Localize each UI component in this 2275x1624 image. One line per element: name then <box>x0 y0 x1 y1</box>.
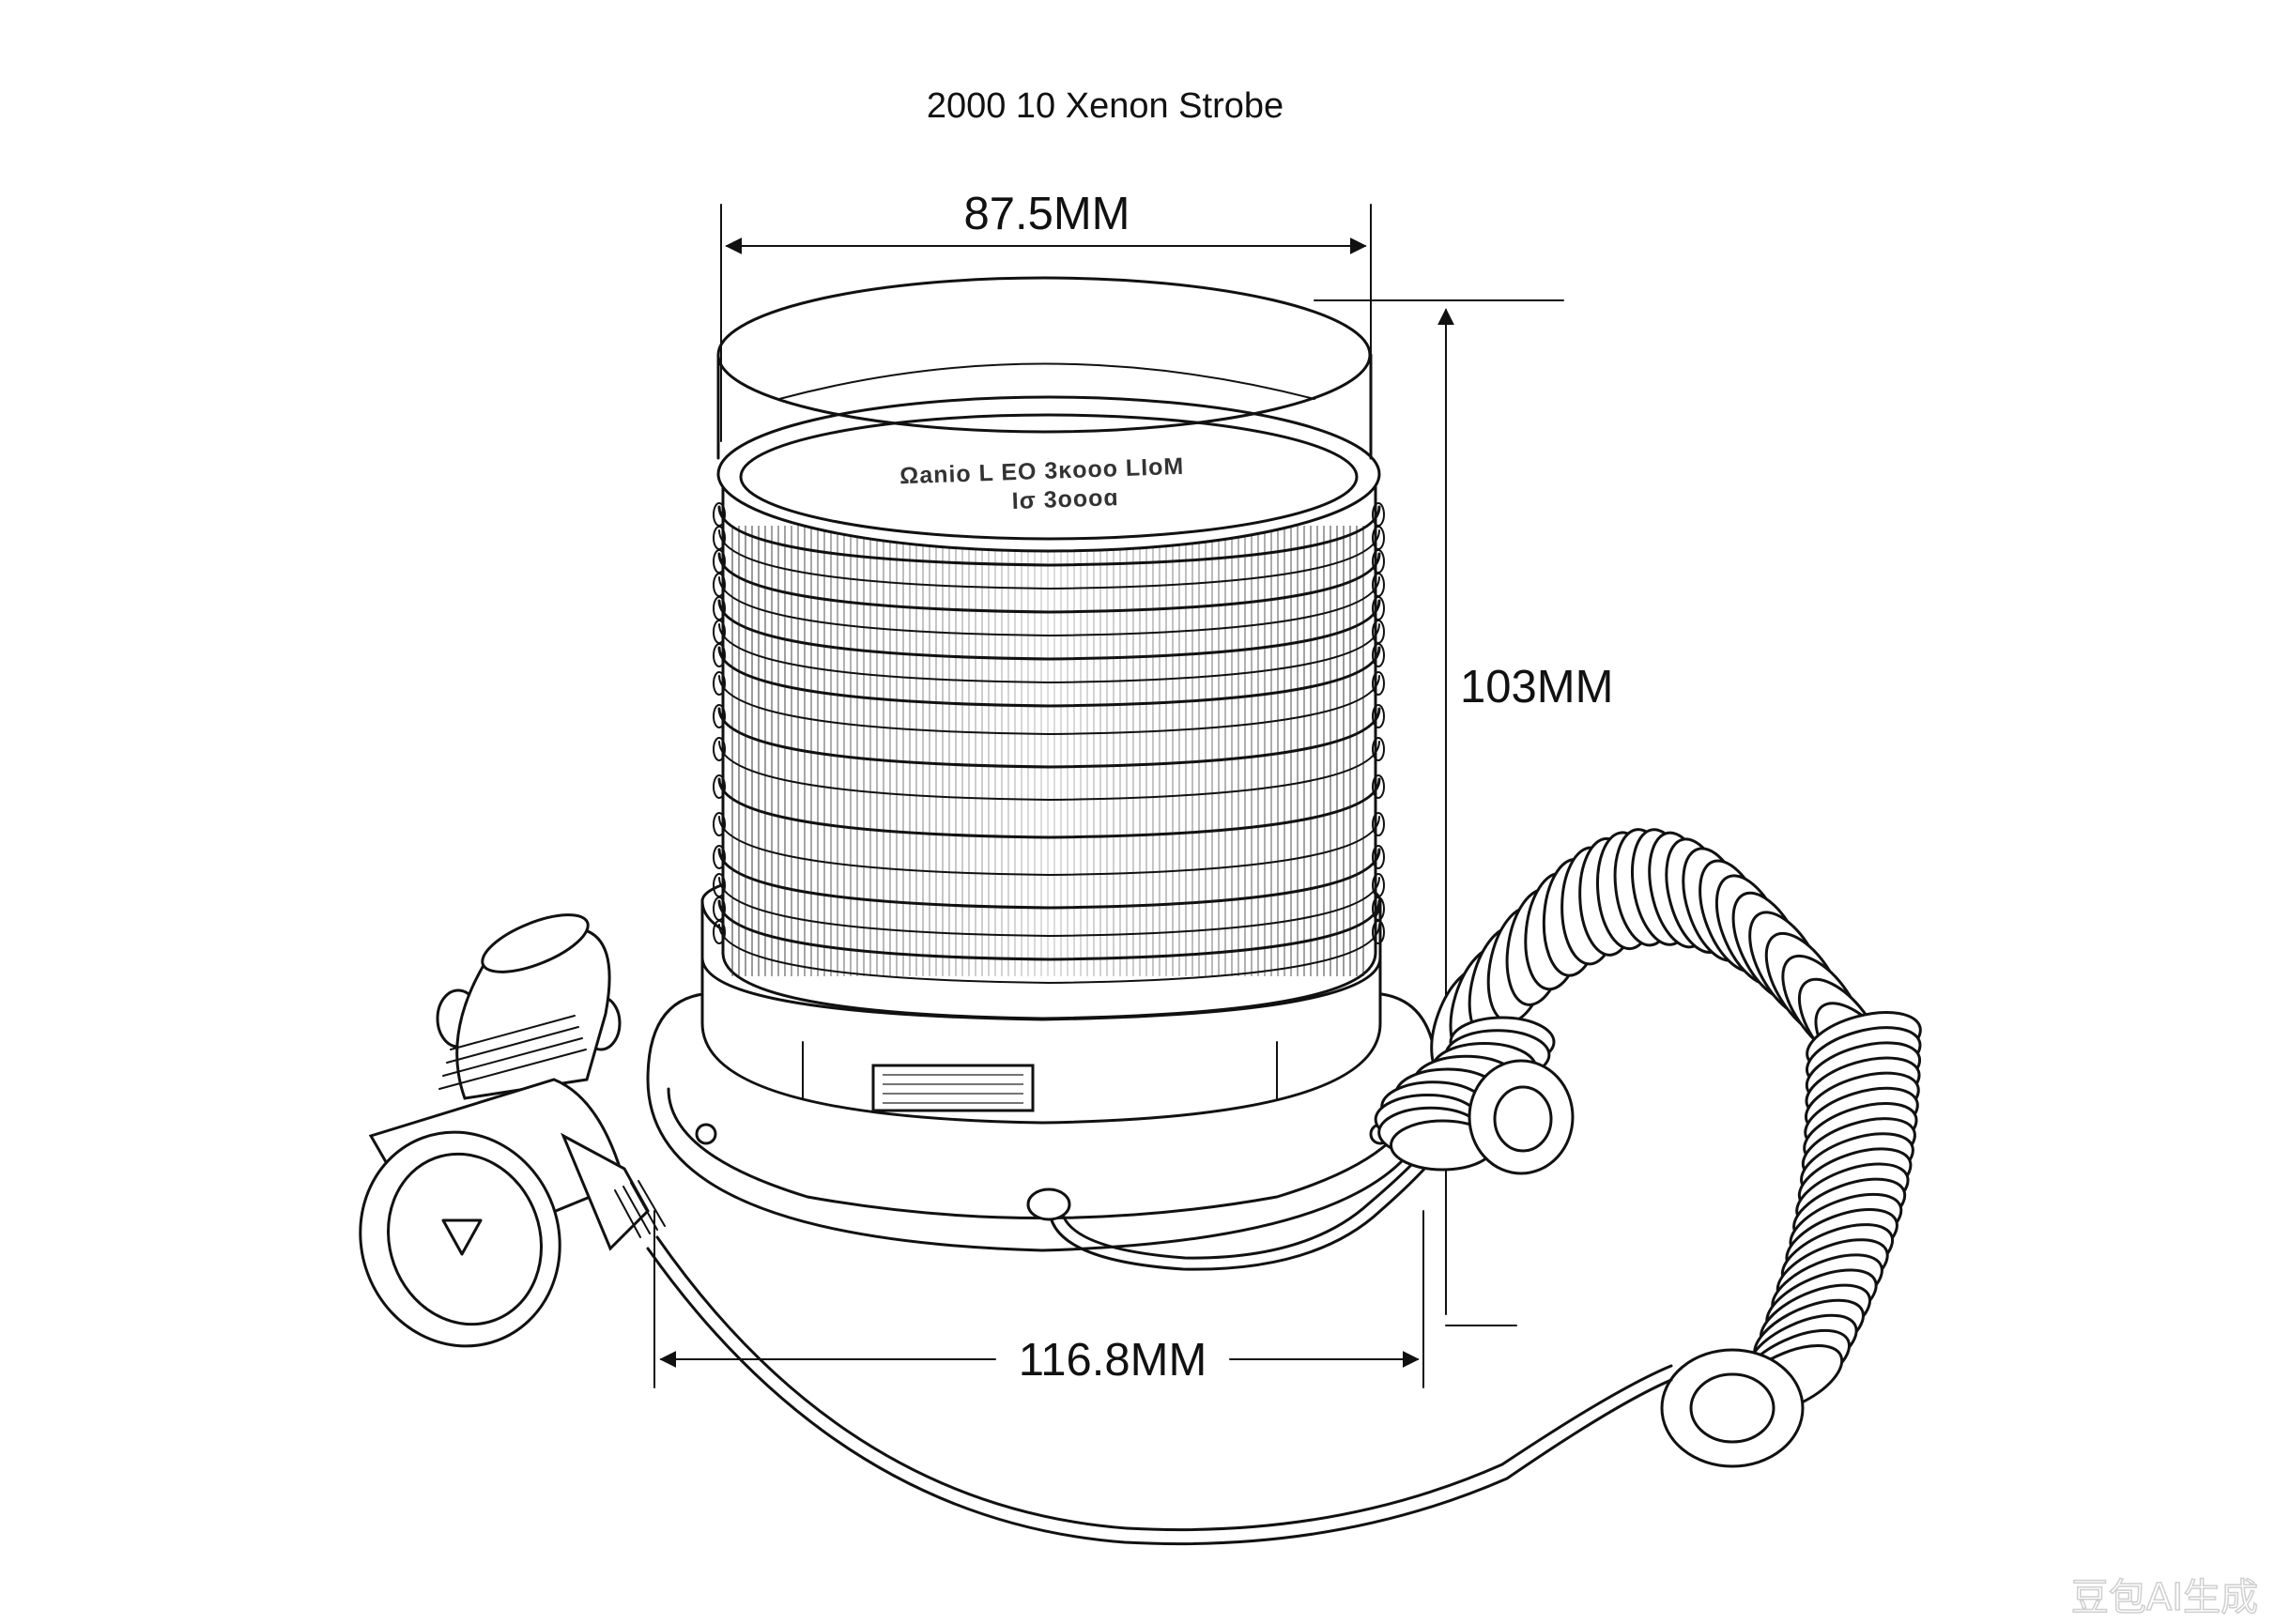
strobe-beacon: Ωanio L EO 3ĸooo LIoM Iσ 3oooɑ <box>646 276 1438 1252</box>
lens-rib <box>717 552 1381 614</box>
lens-rib <box>718 877 1380 938</box>
lens-rib <box>717 707 1381 769</box>
lens-rib <box>717 777 1381 839</box>
watermark: 豆包AI生成 <box>2071 1576 2258 1619</box>
coiled-cord <box>646 828 1922 1546</box>
lens-rib <box>717 599 1381 661</box>
dimension-top-width: 87.5MM <box>720 189 1372 442</box>
mount-hole <box>695 1123 717 1145</box>
lens-rib <box>718 529 1380 590</box>
lens-rib <box>718 816 1380 877</box>
lens-rib <box>717 899 1381 961</box>
height-label: 103MM <box>1460 662 1613 712</box>
cord-grommet <box>1026 1187 1071 1221</box>
top-width-label: 87.5MM <box>963 189 1130 239</box>
lens-rib <box>718 576 1380 637</box>
clear-dome <box>716 276 1373 460</box>
triangle-icon <box>441 1218 483 1256</box>
lens-text-line2: Iσ 3oooɑ <box>1011 484 1119 514</box>
diagram-title: 2000 10 Xenon Strobe <box>927 86 1284 126</box>
lens-rib <box>717 848 1381 910</box>
dimension-base-width: 116.8MM <box>653 1210 1424 1388</box>
lens-rib <box>718 623 1380 684</box>
base-width-label: 116.8MM <box>1019 1335 1207 1386</box>
ribbed-lens <box>713 477 1385 1020</box>
lens-rib <box>717 646 1381 708</box>
label-plate <box>871 1064 1035 1112</box>
lens-rib <box>718 924 1380 985</box>
lens-cap: Ωanio L EO 3ĸooo LIoM Iσ 3oooɑ <box>716 395 1381 553</box>
lens-rib <box>717 505 1381 567</box>
lens-rib <box>718 741 1380 802</box>
cigarette-plug <box>359 913 666 1348</box>
lens-rib <box>718 675 1380 736</box>
